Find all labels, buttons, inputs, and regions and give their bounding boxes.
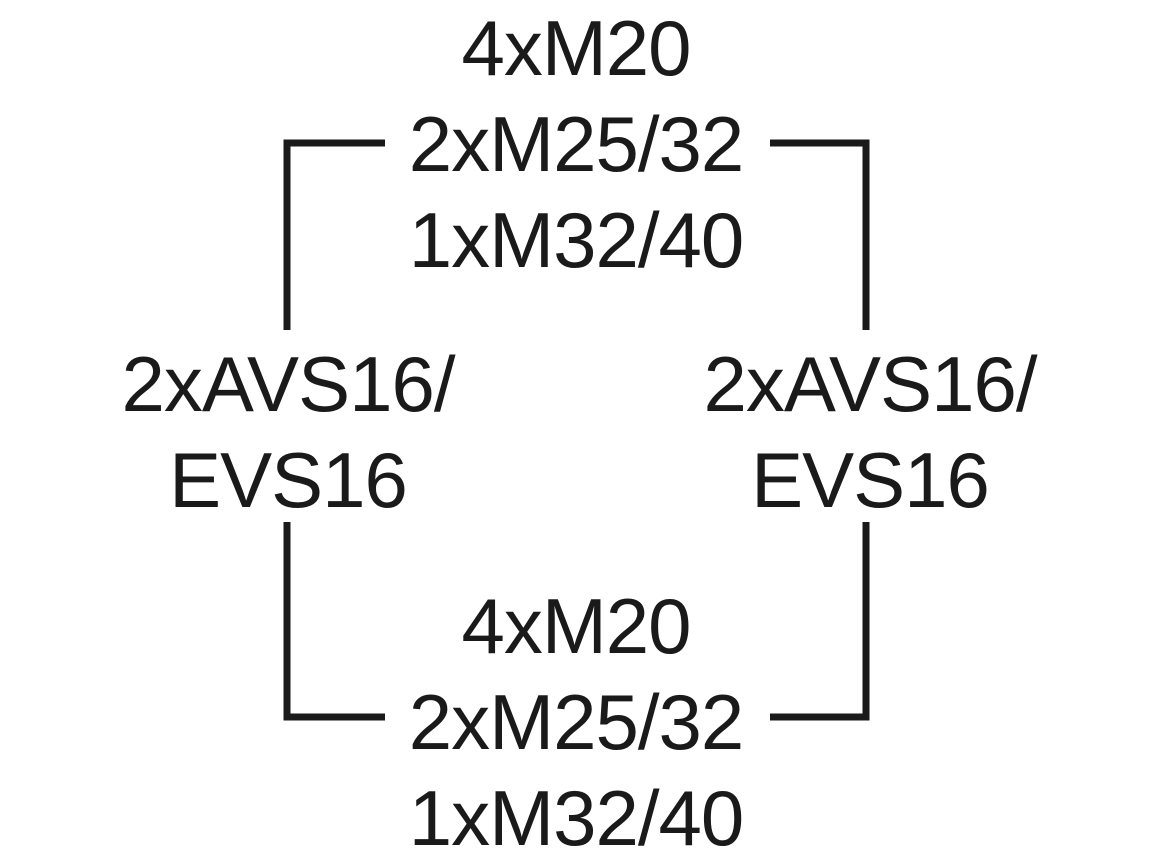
left-entry-line-1: 2xAVS16/ (121, 340, 455, 428)
top-left-corner-line (283, 139, 385, 330)
top-entry-line-1: 4xM20 (461, 4, 691, 92)
bottom-side-entries: 4xM20 2xM25/32 1xM32/40 (376, 578, 776, 866)
top-entry-line-2: 2xM25/32 (408, 100, 745, 188)
right-entry-line-1: 2xAVS16/ (703, 340, 1037, 428)
top-right-corner-line (770, 139, 870, 330)
bottom-entry-line-3: 1xM32/40 (408, 774, 745, 862)
right-entry-line-2: EVS16 (751, 436, 990, 524)
top-entry-line-3: 1xM32/40 (408, 196, 745, 284)
left-entry-line-2: EVS16 (169, 436, 408, 524)
bottom-right-corner-line (770, 522, 870, 721)
bottom-entry-line-1: 4xM20 (461, 582, 691, 670)
bottom-left-corner-line (283, 522, 385, 721)
bottom-entry-line-2: 2xM25/32 (408, 678, 745, 766)
top-side-entries: 4xM20 2xM25/32 1xM32/40 (376, 0, 776, 288)
left-side-entries: 2xAVS16/ EVS16 (88, 336, 488, 528)
right-side-entries: 2xAVS16/ EVS16 (670, 336, 1070, 528)
